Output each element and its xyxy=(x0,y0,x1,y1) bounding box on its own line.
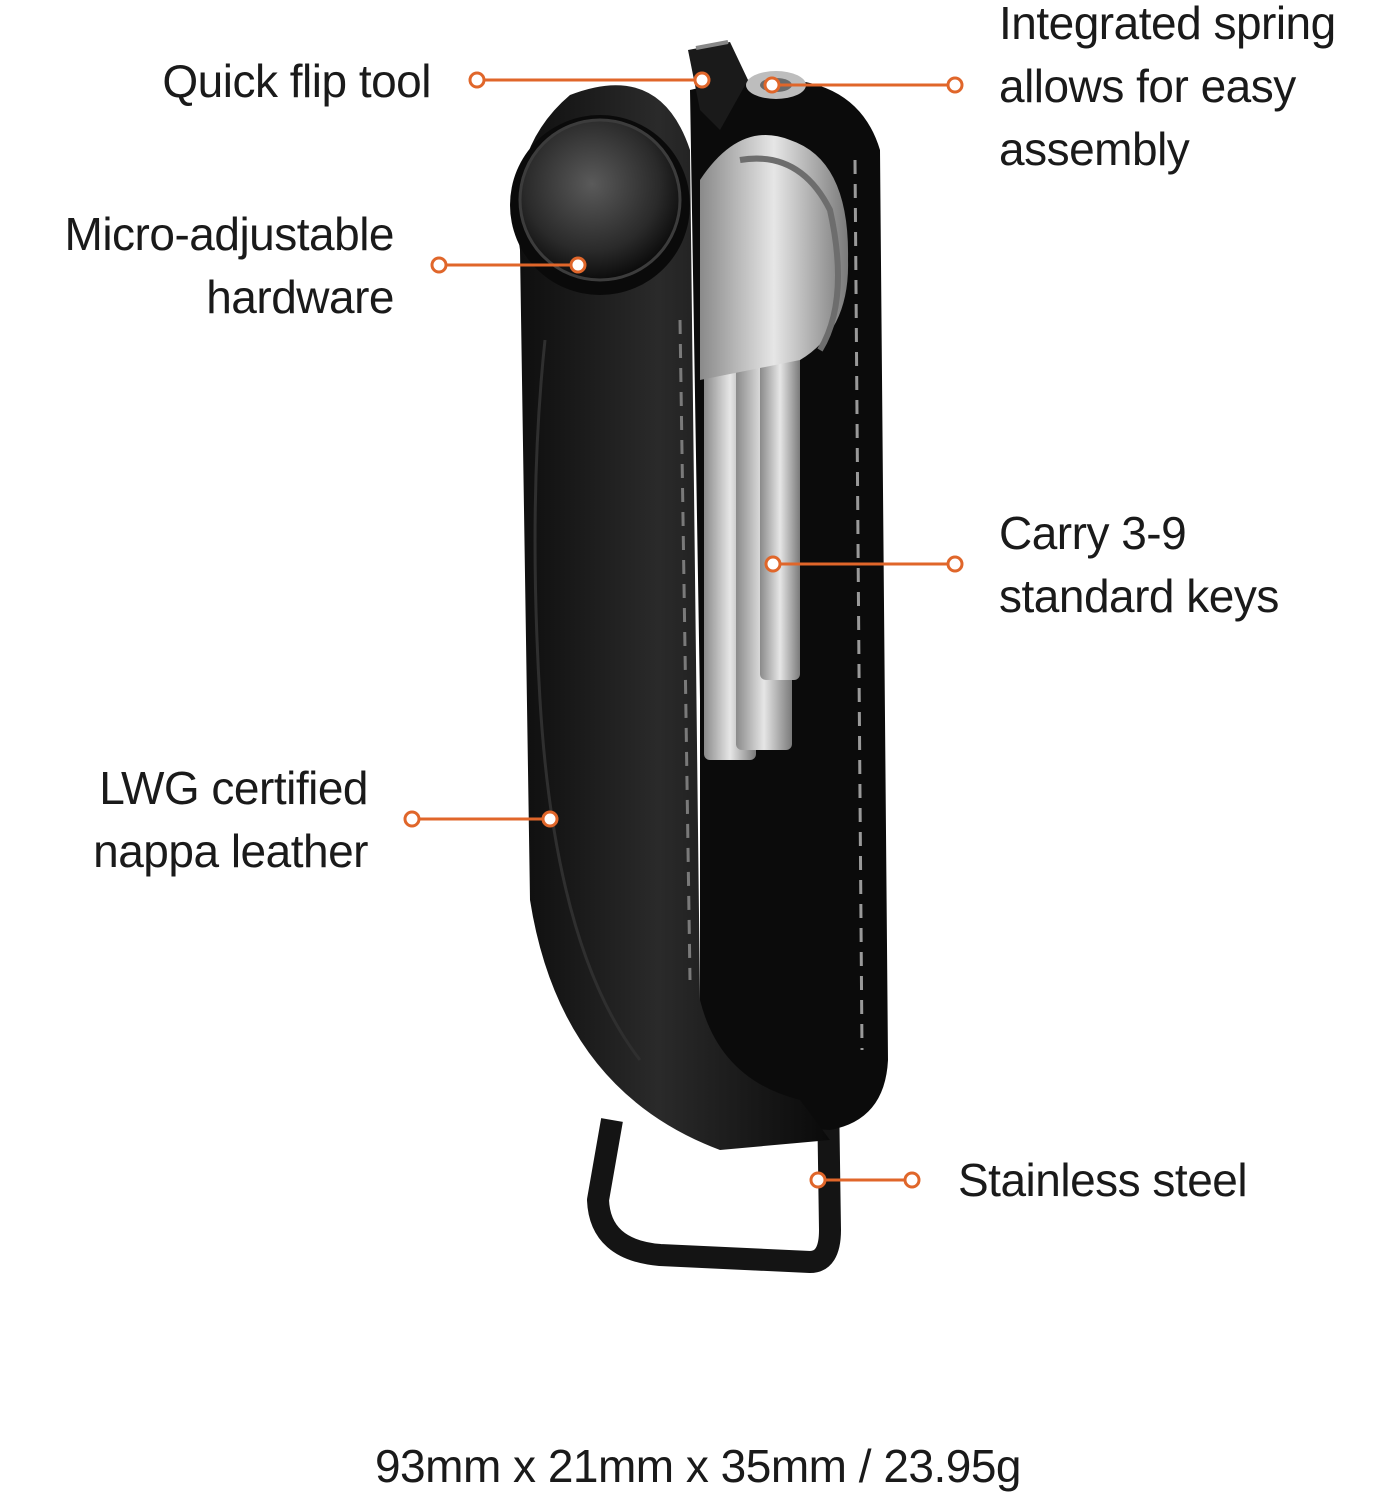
callout-dot-steel-start xyxy=(809,1171,827,1189)
keys-icon xyxy=(700,135,849,760)
callout-micro-adjustable-hardware: Micro-adjustable hardware xyxy=(64,208,395,323)
callout-dot-hardware-start xyxy=(430,256,448,274)
callout-dot-spring-end xyxy=(946,76,964,94)
callout-quick-flip-tool: Quick flip tool xyxy=(162,55,431,107)
callout-dot-keys-start xyxy=(764,555,782,573)
flip-tool-icon xyxy=(688,40,748,130)
hardware-cap-icon xyxy=(510,115,690,295)
callout-dot-leather-start xyxy=(403,810,421,828)
callout-dot-steel-end xyxy=(903,1171,921,1189)
d-ring-icon xyxy=(587,1094,841,1273)
callout-dot-spring-start xyxy=(763,76,781,94)
callout-dot-flip-start xyxy=(468,71,486,89)
callout-integrated-spring: Integrated spring allows for easy assemb… xyxy=(999,0,1336,175)
callout-dot-keys-end xyxy=(946,555,964,573)
callout-stainless-steel: Stainless steel xyxy=(958,1154,1248,1206)
callout-dot-flip-end xyxy=(693,71,711,89)
dimensions-text: 93mm x 21mm x 35mm / 23.95g xyxy=(374,1440,1022,1492)
callout-carry-keys: Carry 3-9 standard keys xyxy=(999,507,1279,622)
callout-dot-hardware-end xyxy=(569,256,587,274)
callout-leather: LWG certified nappa leather xyxy=(93,762,368,877)
callout-dot-leather-end xyxy=(541,810,559,828)
